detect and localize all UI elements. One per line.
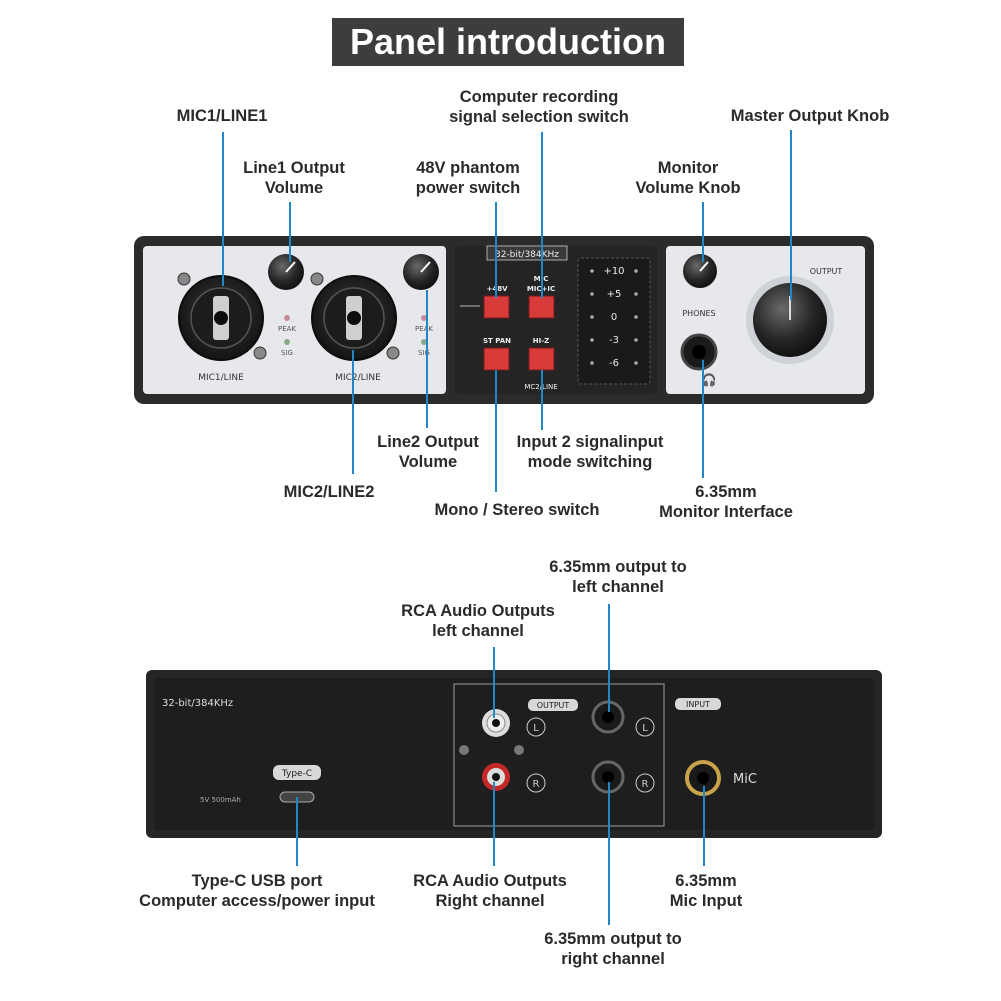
callout-line1-output-volume: Line1 Output Volume: [243, 159, 345, 197]
callout-recording-select: Computer recording signal selection swit…: [449, 88, 629, 126]
recording-select-switch[interactable]: [528, 295, 555, 319]
sig-led-2: [421, 339, 427, 345]
meter-led-left: [590, 269, 594, 273]
monitor-volume-knob[interactable]: [683, 254, 717, 288]
phantom-switch[interactable]: [483, 295, 510, 319]
peak-label-1: PEAK: [278, 325, 296, 333]
callout-out-left-635: 6.35mm output to left channel: [549, 558, 687, 596]
format-badge-text: 32-bit/384KHz: [495, 250, 559, 260]
callout-lines: [222, 130, 792, 925]
rca-r-text: R: [533, 779, 540, 790]
rca-l-marker: [526, 717, 546, 737]
callout-master-knob: Master Output Knob: [730, 107, 890, 125]
title-banner: Panel introduction: [332, 18, 684, 66]
mic-input-text: MiC: [733, 772, 757, 787]
sig-label-2: SIG: [418, 349, 430, 357]
screw-right: [514, 745, 524, 755]
callout-input2-mode: Input 2 signalinput mode switching: [516, 433, 664, 471]
callout-line2-output-volume: Line2 Output Volume: [377, 433, 479, 471]
format-badge: [486, 245, 568, 261]
hi-z-label: HI-Z: [533, 337, 549, 345]
peak-led-1: [284, 315, 290, 321]
out-r-text: R: [642, 779, 649, 790]
meter-scale-label: +10: [603, 266, 624, 277]
input-badge-text: INPUT: [686, 700, 710, 709]
meter-scale-label: -6: [609, 358, 619, 369]
meter-led-right: [634, 315, 638, 319]
callout-type-c-port: Type-C USB port Computer access/power in…: [139, 872, 375, 910]
meter-led-right: [634, 269, 638, 273]
meter-led-left: [590, 315, 594, 319]
rca-right-jack[interactable]: [482, 763, 510, 791]
sig-label-1: SIG: [281, 349, 293, 357]
type-c-badge: [273, 765, 321, 780]
peak-led-2: [421, 315, 427, 321]
st-pan-label: ST PAN: [483, 337, 511, 345]
callout-mic2-line2: MIC2/LINE2: [283, 483, 375, 501]
output-badge: [528, 699, 578, 711]
callout-monitor-knob: Monitor Volume Knob: [635, 159, 741, 197]
power-rating-label: 5V 500mAh: [200, 796, 241, 804]
type-c-badge-text: Type-C: [281, 769, 312, 779]
callout-rca-right: RCA Audio Outputs Right channel: [413, 872, 567, 910]
callout-monitor-interface: 6.35mm Monitor Interface: [659, 483, 793, 521]
callout-out-right-635: 6.35mm output to right channel: [544, 930, 682, 968]
monitor-headphone-jack[interactable]: [680, 333, 718, 371]
meter-led-right: [634, 292, 638, 296]
rear-device: 32-bit/384KHz Type-C 5V 500mAh OUTPUT L …: [146, 670, 882, 838]
meter-scale-label: 0: [611, 312, 617, 323]
level-meter: [577, 257, 651, 385]
rca-l-text: L: [533, 723, 539, 734]
callout-rca-left: RCA Audio Outputs left channel: [401, 602, 555, 640]
out-l-text: L: [642, 723, 648, 734]
out-r-marker: [635, 773, 655, 793]
meter-led-left: [590, 292, 594, 296]
sig-led-1: [284, 339, 290, 345]
input-badge: [675, 698, 721, 710]
meter-scale-label: +5: [607, 289, 622, 300]
phantom-label: +48V: [486, 285, 508, 293]
callout-phantom-power: 48V phantom power switch: [415, 159, 521, 197]
out-l-marker: [635, 717, 655, 737]
line2-volume-knob[interactable]: [403, 254, 439, 290]
output-badge-text: OUTPUT: [537, 701, 570, 710]
meter-scale-label: -3: [609, 335, 619, 346]
phones-label: PHONES: [682, 309, 715, 318]
master-output-knob[interactable]: [746, 276, 834, 364]
output-label: OUTPUT: [810, 267, 843, 276]
line1-volume-knob[interactable]: [268, 254, 304, 290]
page-title: Panel introduction: [349, 21, 666, 62]
meter-led-left: [590, 361, 594, 365]
callout-mono-stereo: Mono / Stereo switch: [434, 501, 600, 519]
meter-led-right: [634, 361, 638, 365]
hi-z-switch[interactable]: [528, 347, 555, 371]
mic2-device-label: MIC2/LINE: [335, 373, 381, 383]
mic1-device-label: MIC1/LINE: [198, 373, 244, 383]
screw-left: [459, 745, 469, 755]
callout-mic1-line1: MIC1/LINE1: [176, 107, 268, 125]
headphone-icon: 🎧: [702, 373, 717, 387]
rear-format-label: 32-bit/384KHz: [162, 698, 233, 709]
meter-led-left: [590, 338, 594, 342]
front-device: MIC1/LINE MIC2/LINE PEAK SIG PEAK SIG: [134, 236, 874, 404]
mic2-combo-jack[interactable]: [310, 272, 400, 361]
output-group-box: [453, 683, 665, 827]
rca-r-marker: [526, 773, 546, 793]
mic1-combo-jack[interactable]: [177, 272, 267, 361]
meter-scale: +10 +5 0 -3 -6: [590, 266, 638, 369]
meter-led-right: [634, 338, 638, 342]
rca-left-jack[interactable]: [482, 709, 510, 737]
callout-mic-input: 6.35mm Mic Input: [669, 872, 743, 910]
mono-stereo-switch[interactable]: [483, 347, 510, 371]
peak-label-2: PEAK: [415, 325, 433, 333]
